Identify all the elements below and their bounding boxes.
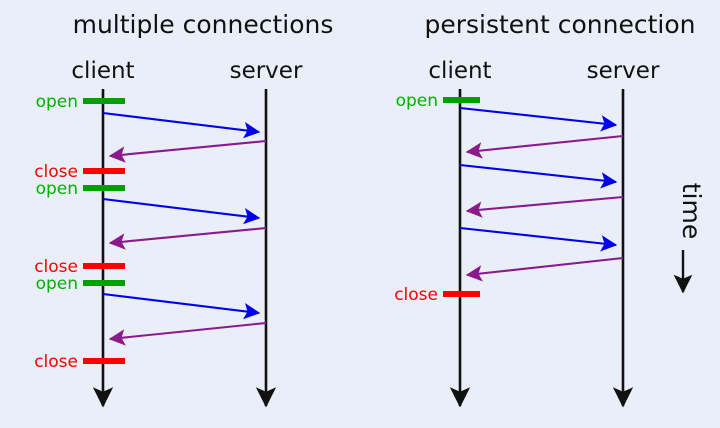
panel-title: multiple connections — [73, 10, 334, 39]
message-request-1 — [459, 106, 618, 132]
panel-title: persistent connection — [424, 10, 695, 39]
time-axis: time — [673, 183, 706, 294]
panel-persistent-connection: persistent connection client server open… — [394, 10, 696, 408]
close-label: close — [34, 352, 78, 372]
open-label: open — [36, 179, 78, 199]
event-marker-close-3: close — [34, 352, 125, 372]
time-axis-label: time — [677, 183, 706, 239]
panel-multiple-connections: multiple connections client server open … — [34, 10, 334, 408]
message-response-1 — [108, 139, 267, 163]
event-marker-close-1: close — [394, 285, 480, 305]
event-marker-open-1: open — [36, 92, 125, 112]
open-label: open — [396, 91, 438, 111]
event-marker-open-2: open — [36, 179, 125, 199]
event-marker-close-1: close — [34, 162, 125, 182]
message-response-3 — [108, 321, 267, 346]
close-label: close — [394, 285, 438, 305]
message-request-1 — [102, 111, 261, 139]
message-response-3 — [465, 256, 624, 282]
event-marker-open-3: open — [36, 274, 125, 294]
open-label: open — [36, 274, 78, 294]
actor-label-server: server — [587, 58, 660, 84]
event-marker-open-1: open — [396, 91, 480, 111]
message-request-2 — [459, 163, 618, 189]
close-label: close — [34, 257, 78, 277]
message-response-2 — [108, 226, 267, 250]
message-response-1 — [465, 134, 624, 159]
message-request-2 — [102, 197, 261, 225]
message-response-2 — [465, 195, 624, 218]
close-label: close — [34, 162, 78, 182]
open-label: open — [36, 92, 78, 112]
actor-label-server: server — [230, 58, 303, 84]
event-marker-close-2: close — [34, 257, 125, 277]
actor-label-client: client — [428, 58, 491, 84]
message-request-3 — [459, 226, 618, 252]
actor-label-client: client — [71, 58, 134, 84]
message-request-3 — [102, 292, 261, 320]
